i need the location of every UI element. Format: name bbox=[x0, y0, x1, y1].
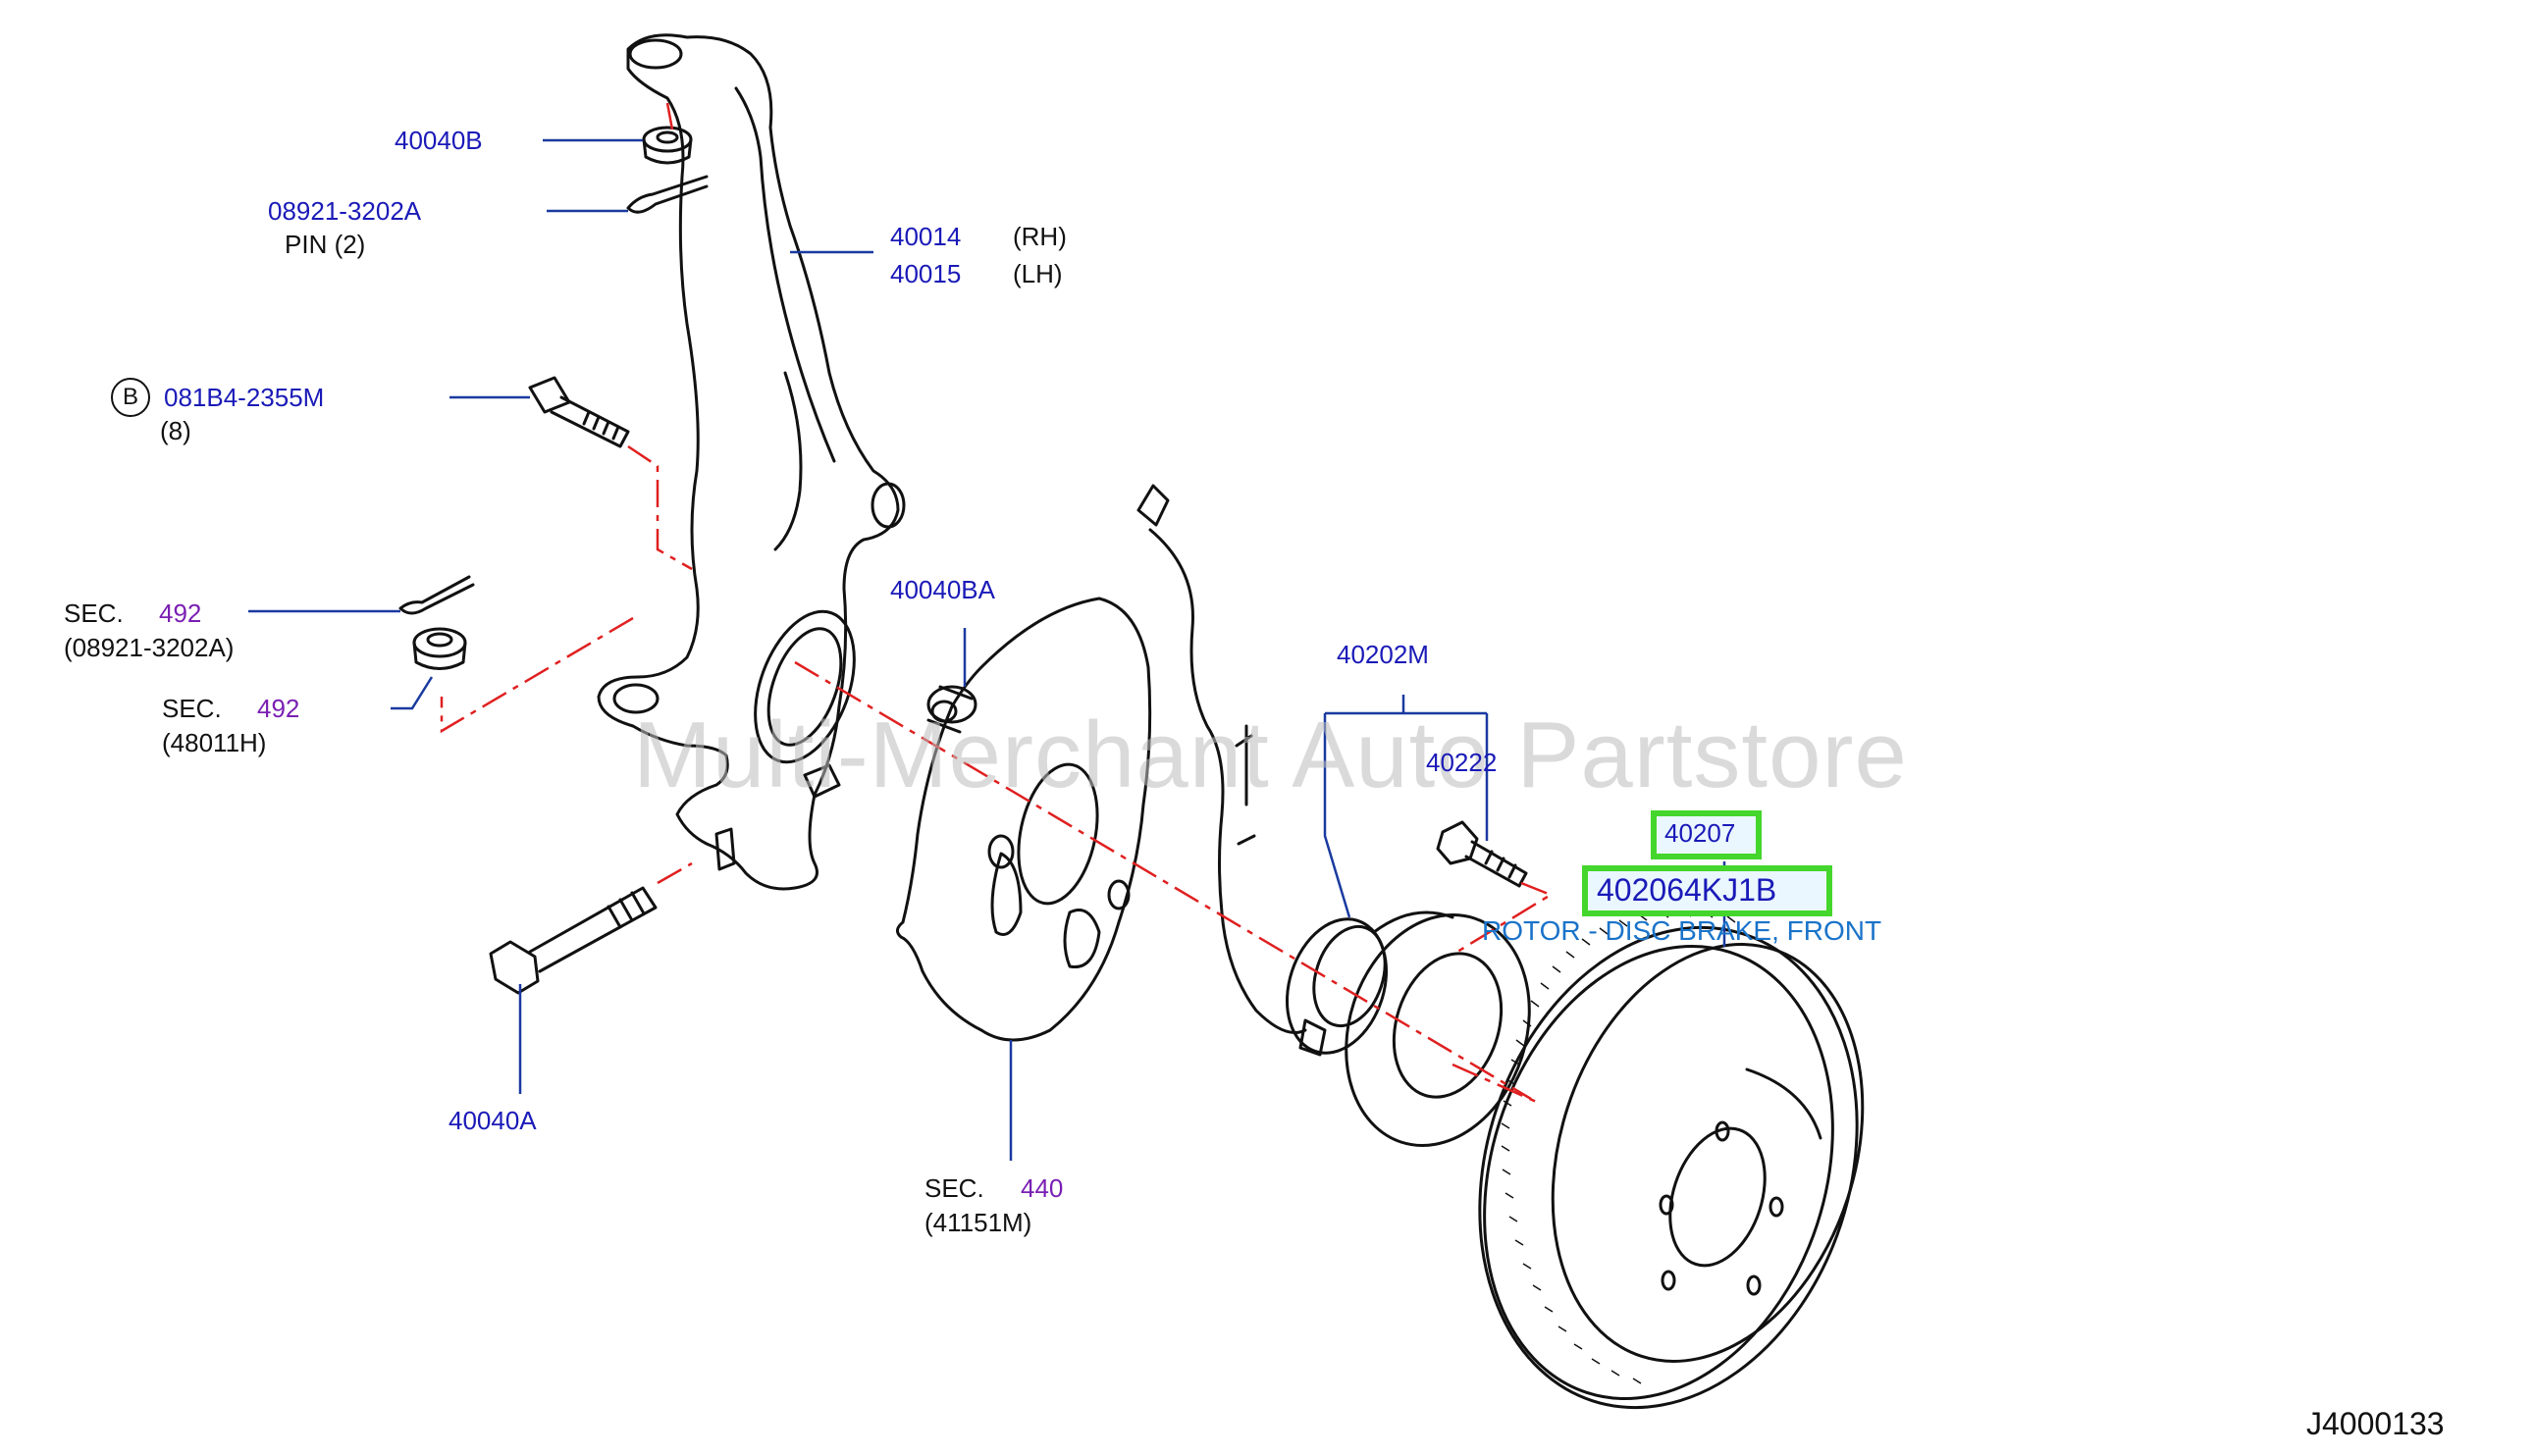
splash-shield bbox=[896, 597, 1152, 1042]
part-40202m-label[interactable]: 40202M bbox=[1337, 640, 1429, 669]
cotter-pin-upper bbox=[626, 175, 709, 214]
cotter-pin-sec492 bbox=[398, 575, 475, 615]
part-40014-label[interactable]: 40014 bbox=[890, 222, 962, 251]
sec-sub-08921-label: (08921-3202A) bbox=[64, 633, 235, 662]
qty-8-label: (8) bbox=[160, 416, 191, 445]
abs-sensor-wire bbox=[1136, 484, 1327, 1057]
leader-lines bbox=[248, 138, 1726, 1161]
highlight-40207 bbox=[1651, 810, 1762, 859]
part-402064kj1b-label[interactable]: 402064KJ1B bbox=[1597, 872, 1777, 908]
part-40207-label[interactable]: 40207 bbox=[1664, 818, 1736, 848]
sec-440-link[interactable]: 440 bbox=[1021, 1173, 1064, 1203]
sec-sub-48011h-label: (48011H) bbox=[162, 728, 267, 757]
part-081b4-2355m-label[interactable]: 081B4-2355M bbox=[164, 383, 325, 412]
rotor-vent-hatching bbox=[1501, 910, 1736, 1384]
highlight-402064kj1b bbox=[1582, 865, 1832, 916]
sec-sub-41151m-label: (41151M) bbox=[924, 1208, 1032, 1237]
rotor-description-label: ROTOR - DISC BRAKE, FRONT bbox=[1482, 915, 1882, 946]
sec-label-3: SEC. bbox=[924, 1173, 984, 1203]
bolt-40040a bbox=[489, 886, 658, 995]
sec-492-link-1[interactable]: 492 bbox=[159, 598, 202, 628]
steering-knuckle bbox=[597, 33, 906, 891]
sec-label-1: SEC. bbox=[64, 598, 124, 628]
part-40040b-label[interactable]: 40040B bbox=[395, 126, 483, 155]
bolt-081b4 bbox=[528, 376, 630, 448]
circle-b-icon: B bbox=[111, 378, 150, 417]
nut-sec492 bbox=[412, 627, 467, 670]
brake-rotor bbox=[1478, 925, 1865, 1410]
lh-label: (LH) bbox=[1013, 259, 1063, 288]
part-40040ba-label[interactable]: 40040BA bbox=[890, 575, 995, 604]
hub-bolt-40222 bbox=[1436, 820, 1528, 888]
sec-label-2: SEC. bbox=[162, 694, 222, 723]
pin-qty-label: PIN (2) bbox=[285, 230, 366, 259]
sec-492-link-2[interactable]: 492 bbox=[257, 694, 300, 723]
part-40015-label[interactable]: 40015 bbox=[890, 259, 962, 288]
diagram-code: J4000133 bbox=[2306, 1406, 2445, 1441]
watermark-text: Multi-Merchant Auto Partstore bbox=[633, 702, 1908, 807]
nut-40040b bbox=[642, 126, 693, 165]
part-40040a-label[interactable]: 40040A bbox=[449, 1106, 537, 1135]
hub-assembly-40202m bbox=[1285, 910, 1531, 1147]
rh-label: (RH) bbox=[1013, 222, 1067, 251]
part-40222-label[interactable]: 40222 bbox=[1426, 748, 1498, 777]
assembly-center-lines bbox=[440, 102, 1554, 1106]
part-08921-3202a-label[interactable]: 08921-3202A bbox=[268, 196, 422, 226]
